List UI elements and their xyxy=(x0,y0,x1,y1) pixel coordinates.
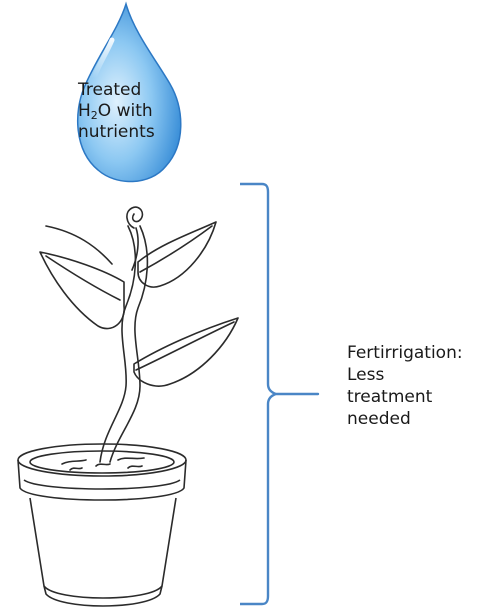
plant-illustration xyxy=(40,207,238,470)
drop-label-line-1: Treated xyxy=(78,80,180,101)
fertirrigation-label-line-1: Fertirrigation: xyxy=(347,342,482,364)
drop-label-subscript: 2 xyxy=(91,109,98,122)
fertirrigation-label-line-3: treatment xyxy=(347,386,482,408)
drop-label-h: H xyxy=(78,101,91,121)
curly-bracket xyxy=(240,184,318,604)
drop-label-o-with: O with xyxy=(98,101,153,121)
drop-label-line-3: nutrients xyxy=(78,122,180,143)
fertirrigation-label-line-4: needed xyxy=(347,408,482,430)
flower-pot-illustration xyxy=(18,444,186,606)
drop-label: Treated H2O with nutrients xyxy=(78,80,180,143)
drop-label-line-2: H2O with xyxy=(78,101,180,122)
fertirrigation-label: Fertirrigation: Less treatment needed xyxy=(347,342,482,430)
fertirrigation-label-line-2: Less xyxy=(347,364,482,386)
